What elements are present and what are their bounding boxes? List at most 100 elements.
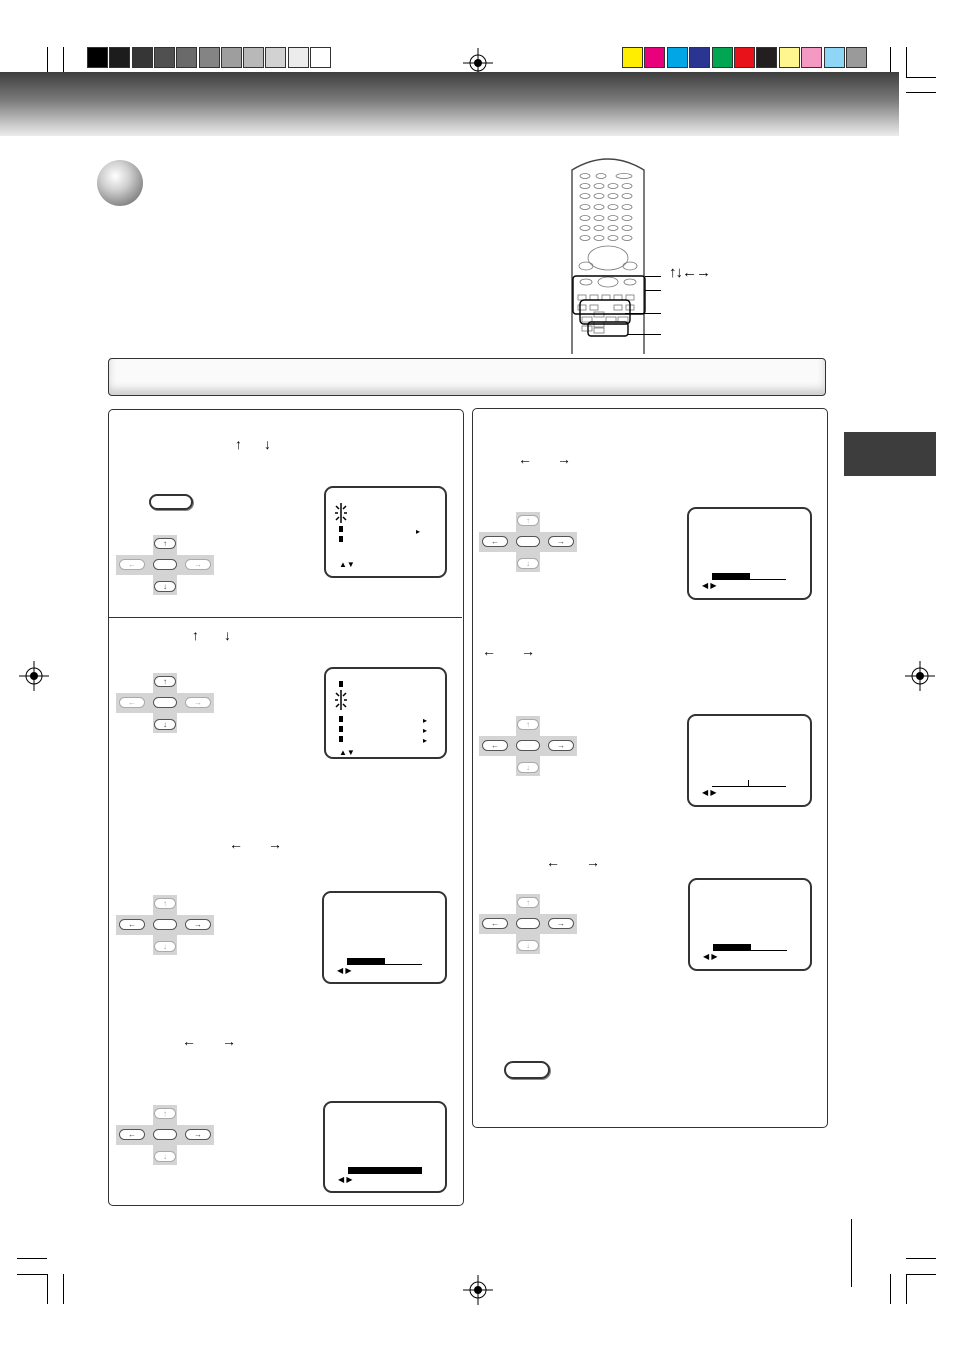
left-button[interactable]: ← [119, 559, 145, 570]
crop-mark [906, 47, 907, 77]
gray-swatch [153, 47, 175, 68]
color-swatch [666, 47, 688, 68]
level-bar-track [712, 579, 786, 580]
crop-mark [906, 1258, 936, 1259]
up-button[interactable]: ↑ [154, 676, 176, 687]
left-button[interactable]: ← [119, 919, 145, 930]
dpad-leftright[interactable]: ↑ ↓ ← → [116, 895, 214, 955]
gray-swatch [109, 47, 131, 68]
right-button[interactable]: → [548, 536, 574, 547]
left-button[interactable]: ← [119, 1129, 145, 1140]
left-arrow-icon: ← [182, 1033, 196, 1049]
right-button[interactable]: → [185, 559, 211, 570]
color-swatch [644, 47, 666, 68]
enter-button[interactable] [516, 918, 540, 929]
menu-row-marker [339, 536, 343, 542]
color-swatch [711, 47, 733, 68]
menu-button[interactable] [149, 494, 193, 510]
down-button[interactable]: ↓ [517, 762, 539, 773]
color-swatch [801, 47, 823, 68]
dpad-leftright[interactable]: ↑ ↓ ← → [479, 716, 577, 776]
down-button[interactable]: ↓ [154, 941, 176, 952]
menu-button[interactable] [504, 1061, 550, 1079]
up-button[interactable]: ↑ [517, 719, 539, 730]
color-swatch [823, 47, 845, 68]
submenu-arrow-icon: ▸ [423, 726, 428, 735]
left-button[interactable]: ← [482, 740, 508, 751]
tv-screen-submenu: ▸ ▸ ▸ ▲▼ [324, 667, 447, 759]
color-swatch [689, 47, 711, 68]
tv-screen-level: ◀ ▶ [323, 1101, 447, 1193]
section-bullet-icon [97, 160, 143, 206]
dpad-updown[interactable]: ↑ ↓ ← → [116, 535, 214, 595]
callout-line [628, 334, 661, 335]
tv-screen-balance: ◀ ▶ [687, 714, 812, 807]
dpad-leftright[interactable]: ↑ ↓ ← → [479, 894, 577, 954]
enter-button[interactable] [153, 1129, 177, 1140]
crop-mark [63, 1274, 64, 1304]
color-swatch [734, 47, 755, 68]
gray-swatch [198, 47, 220, 68]
left-arrow-icon: ← [518, 451, 532, 467]
right-button[interactable]: → [548, 740, 574, 751]
color-swatch [846, 47, 867, 68]
crop-mark [906, 77, 936, 78]
down-button[interactable]: ↓ [517, 940, 539, 951]
right-button[interactable]: → [185, 697, 211, 708]
down-arrow-icon: ↓ [224, 627, 231, 643]
left-button[interactable]: ← [119, 697, 145, 708]
right-button[interactable]: → [185, 919, 211, 930]
tv-screen-level: ◀ ▶ [687, 507, 812, 600]
up-button[interactable]: ↑ [517, 897, 539, 908]
up-button[interactable]: ↑ [154, 1108, 176, 1119]
level-bar-track [347, 964, 422, 965]
left-button[interactable]: ← [482, 918, 508, 929]
dpad-updown[interactable]: ↑ ↓ ← → [116, 673, 214, 733]
down-button[interactable]: ↓ [517, 558, 539, 569]
right-arrow-icon: → [557, 451, 571, 467]
menu-row-marker [339, 726, 343, 732]
level-bar-fill [347, 958, 385, 964]
gray-swatch [243, 47, 265, 68]
up-button[interactable]: ↑ [517, 515, 539, 526]
enter-button[interactable] [516, 536, 540, 547]
color-swatch [778, 47, 800, 68]
remote-control-icon [571, 158, 646, 354]
right-button[interactable]: → [548, 918, 574, 929]
right-button[interactable]: → [185, 1129, 211, 1140]
callout-line [645, 290, 661, 291]
gray-swatch [287, 47, 309, 68]
left-button[interactable]: ← [482, 536, 508, 547]
highlight-cursor-icon [335, 690, 347, 710]
dpad-leftright[interactable]: ↑ ↓ ← → [479, 512, 577, 572]
registration-mark-icon [19, 661, 49, 691]
panel-divider [109, 617, 462, 618]
submenu-arrow-icon: ▸ [416, 527, 421, 536]
dpad-leftright[interactable]: ↑ ↓ ← → [116, 1105, 214, 1165]
enter-button[interactable] [153, 559, 177, 570]
down-button[interactable]: ↓ [154, 581, 176, 592]
crop-mark [906, 1274, 936, 1275]
up-button[interactable]: ↑ [154, 898, 176, 909]
callout-line [625, 313, 661, 314]
enter-button[interactable] [153, 919, 177, 930]
level-bar-fill [712, 573, 750, 579]
right-arrow-icon: → [268, 836, 282, 852]
down-arrow-icon: ↓ [264, 436, 271, 452]
right-arrow-icon: → [586, 854, 600, 870]
up-button[interactable]: ↑ [154, 538, 176, 549]
leftright-hint-icon: ◀ ▶ [703, 952, 718, 961]
down-button[interactable]: ↓ [154, 719, 176, 730]
enter-button[interactable] [516, 740, 540, 751]
crop-mark [890, 47, 891, 77]
enter-button[interactable] [153, 697, 177, 708]
left-arrow-icon: ← [546, 854, 560, 870]
leftright-hint-icon: ◀ ▶ [702, 581, 717, 590]
leftright-hint-icon: ◀ ▶ [338, 1175, 353, 1184]
down-button[interactable]: ↓ [154, 1151, 176, 1162]
menu-row-marker [339, 716, 343, 722]
page-rule [851, 1219, 852, 1287]
right-arrow-icon: → [521, 643, 535, 659]
balance-bar-track [712, 786, 786, 787]
gray-swatch [220, 47, 242, 68]
